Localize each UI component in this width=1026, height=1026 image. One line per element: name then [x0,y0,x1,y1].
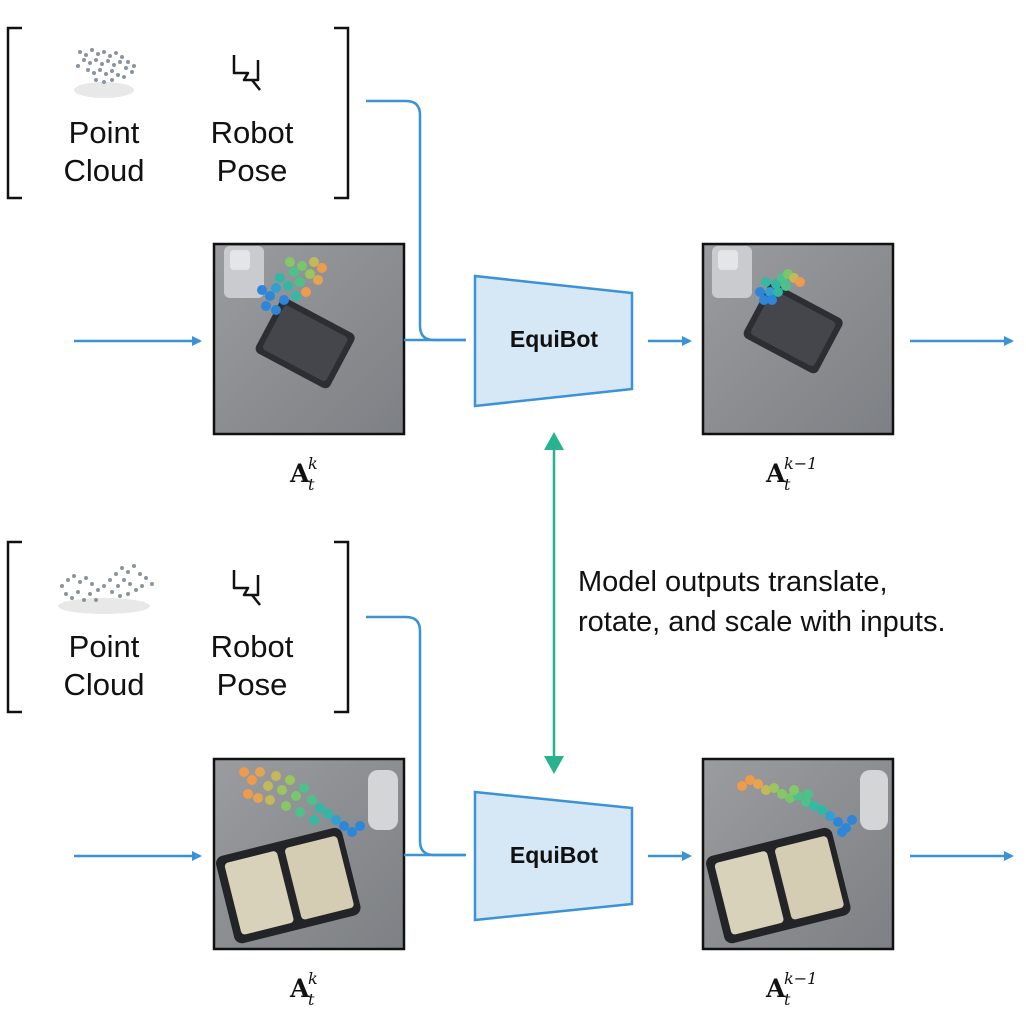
robot-gripper-icon [232,570,261,606]
point-cloud-label-line1: Point [68,115,140,150]
action-label-input-top: A k t [289,454,318,494]
scene-photo-input-top [212,242,406,436]
robot-pose-label-line1: Robot [210,115,294,150]
point-cloud-icon [58,564,154,614]
equibot-model-bottom[interactable] [473,790,634,922]
action-sub: t [784,475,791,494]
robot-pose-label-line2: Pose [216,153,288,188]
robot-pose-label: Robot Pose [172,114,332,190]
point-cloud-label: Point Cloud [24,114,184,190]
point-cloud-icon [74,48,136,98]
action-label-output-bottom: A k−1 t [765,969,817,1009]
row-top [6,26,350,200]
svg-text:A: A [289,459,310,488]
equivariance-arrow [544,432,564,774]
action-sub: t [784,990,791,1009]
action-sup: k−1 [784,969,817,988]
action-label-output-top: A k−1 t [765,454,817,494]
svg-text:A: A [289,974,310,1003]
equivariance-caption: Model outputs translate, rotate, and sca… [578,562,946,642]
action-points [239,767,365,837]
scene-photo-output-bottom [701,757,895,951]
point-cloud-label-bottom: Point Cloud [24,628,184,704]
row-bottom [6,540,350,714]
point-cloud-label-line2: Cloud [63,153,145,188]
caption-line-1: Model outputs translate, [578,566,888,598]
scene-photo-output-top [701,242,895,436]
equibot-label-bottom: EquiBot [509,842,599,868]
action-points [755,269,805,305]
robot-gripper-icon [232,55,261,91]
point-cloud-label-line1: Point [68,629,140,664]
action-sub: t [308,990,315,1009]
input-bracket [6,540,350,714]
equibot-model-top[interactable] [473,274,634,408]
robot-pose-label-bottom: Robot Pose [172,628,332,704]
robot-pose-label-line2: Pose [216,667,288,702]
action-sup: k [308,969,318,988]
action-points [737,775,857,837]
point-cloud-label-line2: Cloud [63,667,145,702]
action-label-input-bottom: A k t [289,969,318,1009]
action-sup: k [308,454,318,473]
scene-photo-input-bottom [212,757,406,951]
robot-pose-label-line1: Robot [210,629,294,664]
action-sup: k−1 [784,454,817,473]
svg-text:A: A [765,974,786,1003]
action-sub: t [308,475,315,494]
input-bracket [6,26,350,200]
equibot-label-top: EquiBot [509,326,599,352]
caption-line-2: rotate, and scale with inputs. [578,606,946,638]
svg-text:A: A [765,459,786,488]
action-points [257,257,327,315]
